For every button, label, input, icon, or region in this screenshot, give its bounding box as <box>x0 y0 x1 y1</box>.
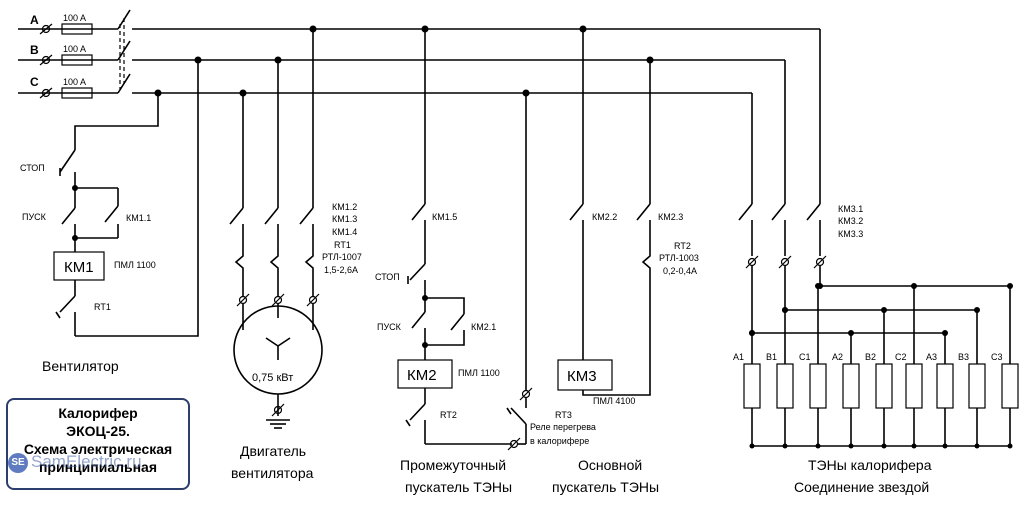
km1-5-label: КМ1.5 <box>432 212 457 222</box>
title-box: Калорифер ЭКОЦ-25. Схема электрическая п… <box>6 398 190 490</box>
km3-model: ПМЛ 4100 <box>593 396 635 406</box>
intermediate-caption-line2: пускатель ТЭНы <box>405 479 512 495</box>
motor-power: 0,75 кВт <box>252 372 293 384</box>
heater-label: C3 <box>991 352 1003 362</box>
km2-model: ПМЛ 1100 <box>458 368 500 378</box>
junction-dot <box>1007 283 1013 289</box>
junction-dot <box>782 307 788 313</box>
heater-element <box>905 363 923 409</box>
rt2-contact-label: RT2 <box>440 410 457 420</box>
heater-element <box>809 363 827 409</box>
main-breaker <box>117 9 131 94</box>
junction-dot <box>942 330 948 336</box>
heaters-caption-line2: Соединение звездой <box>794 479 929 495</box>
main-starter-circuit: КМ2.2 КМ2.3 RT2 РТЛ-1003 0,2-0,4А КМ3 ПМ… <box>552 25 699 495</box>
km2-3-label: КМ2.3 <box>658 212 683 222</box>
input-terminals <box>39 23 53 99</box>
rt1-label: RT1 <box>334 240 351 250</box>
phase-a-label: A <box>30 13 39 27</box>
km3-2-label: КМ3.2 <box>838 216 863 226</box>
heaters-caption-line1: ТЭНы калорифера <box>808 457 932 473</box>
overheat-line1: Реле перегрева <box>530 422 596 432</box>
heater-label: C1 <box>799 352 811 362</box>
fan-caption: Вентилятор <box>42 358 119 374</box>
junction-dot <box>974 307 980 313</box>
fan-control-circuit: СТОП ПУСК КМ1.1 КМ1 ПМЛ 1100 RT1 Вентиля… <box>20 56 202 374</box>
km1-3-label: КМ1.3 <box>332 214 357 224</box>
junction-dot <box>749 330 755 336</box>
km1-4-label: КМ1.4 <box>332 227 357 237</box>
heater-element <box>968 363 986 409</box>
motor-power-circuit: КМ1.2 КМ1.3 КМ1.4 RT1 РТЛ-1007 1,5-2,6А … <box>229 25 362 481</box>
rt2-label: RT2 <box>674 241 691 251</box>
km1-2-label: КМ1.2 <box>332 202 357 212</box>
heater-label: A1 <box>733 352 744 362</box>
km2-1-label: КМ2.1 <box>471 322 496 332</box>
heater-elements: A1 B1 C1 A2 B2 C2 A3 B3 C3 <box>733 283 1019 449</box>
junction-dot <box>815 283 821 289</box>
km3-1-label: КМ3.1 <box>838 204 863 214</box>
junction-dot <box>881 307 887 313</box>
rt1-range: 1,5-2,6А <box>324 265 358 275</box>
heater-label: B1 <box>766 352 777 362</box>
phase-b-label: B <box>30 43 39 57</box>
heater-element <box>842 363 860 409</box>
phase-a-bus: A <box>18 13 820 30</box>
fuse-a-rating: 100 A <box>63 13 86 23</box>
coil-km2: КМ2 <box>407 367 437 384</box>
heater-label: A2 <box>832 352 843 362</box>
rt1-contact-label: RT1 <box>94 302 111 312</box>
heater-element <box>743 363 761 409</box>
km3-3-label: КМ3.3 <box>838 229 863 239</box>
fuse-b-rating: 100 A <box>63 44 86 54</box>
heater-element <box>936 363 954 409</box>
intermediate-start-label: ПУСК <box>377 322 402 332</box>
rt2-model: РТЛ-1003 <box>659 253 699 263</box>
rt1-model: РТЛ-1007 <box>322 252 362 262</box>
intermediate-starter-circuit: КМ1.5 СТОП ПУСК КМ2.1 КМ2 ПМЛ 1100 RT2 <box>375 25 596 495</box>
coil-km1: КМ1 <box>64 259 94 276</box>
overheat-line2: в калорифере <box>530 436 589 446</box>
fuse-c-rating: 100 A <box>63 77 86 87</box>
title-line-2: ЭКОЦ-25. <box>66 423 130 439</box>
fan-stop-label: СТОП <box>20 163 45 173</box>
phase-b-bus: B <box>18 43 785 61</box>
heater-power-circuit: КМ3.1 КМ3.2 КМ3.3 <box>738 29 1010 336</box>
rt3-label: RT3 <box>555 410 572 420</box>
coil-km3: КМ3 <box>567 368 597 385</box>
km1-model: ПМЛ 1100 <box>114 260 156 270</box>
heater-element <box>1001 363 1019 409</box>
phase-c-label: C <box>30 75 39 89</box>
rt2-range: 0,2-0,4А <box>663 266 697 276</box>
main-caption-line1: Основной <box>578 457 642 473</box>
fuses: 100 A 100 A 100 A <box>61 13 93 99</box>
phase-c-bus: C <box>18 75 752 94</box>
heater-label: A3 <box>926 352 937 362</box>
heater-label: C2 <box>895 352 907 362</box>
junction-dot <box>848 330 854 336</box>
fan-start-label: ПУСК <box>22 212 47 222</box>
heater-element <box>875 363 893 409</box>
title-line-3: Схема электрическая <box>23 441 173 457</box>
watermark-text: SamElectric.ru <box>31 452 142 471</box>
intermediate-caption-line1: Промежуточный <box>400 457 506 473</box>
motor-caption-line1: Двигатель <box>240 443 306 459</box>
intermediate-stop-label: СТОП <box>375 272 400 282</box>
junction-dot <box>911 283 917 289</box>
heater-element <box>776 363 794 409</box>
title-line-4: принципиальная <box>38 459 158 475</box>
heater-label: B3 <box>958 352 969 362</box>
title-line-1: Калорифер <box>58 405 138 421</box>
heater-label: B2 <box>865 352 876 362</box>
samelectric-logo-icon: SE <box>8 452 28 473</box>
km2-2-label: КМ2.2 <box>592 212 617 222</box>
main-caption-line2: пускатель ТЭНы <box>552 479 659 495</box>
km1-1-label: КМ1.1 <box>126 213 151 223</box>
motor-caption-line2: вентилятора <box>231 465 314 481</box>
